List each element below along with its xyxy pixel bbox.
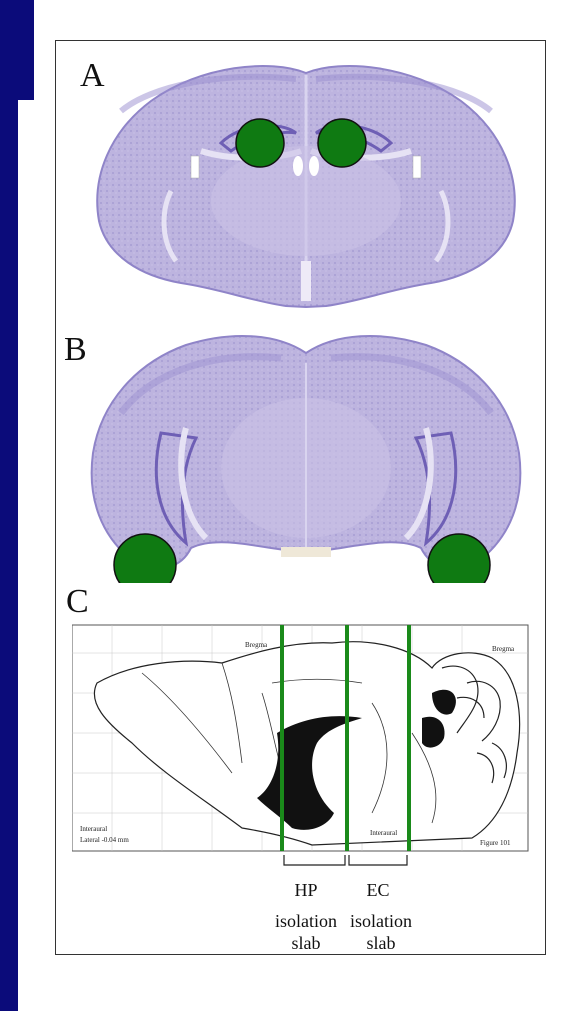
panel-b-brain-section — [81, 323, 531, 583]
marker-a-right — [318, 119, 366, 167]
atlas-bregma-right: Bregma — [492, 645, 515, 653]
atlas-figure: Figure 101 — [480, 839, 511, 847]
atlas-lateral: Lateral -0.04 mm — [80, 836, 129, 844]
figure-frame: A B — [55, 40, 546, 955]
atlas-interaural: Interaural — [80, 825, 107, 833]
marker-a-left — [236, 119, 284, 167]
hp-label: HP — [270, 879, 342, 901]
ec-label: EC — [342, 879, 414, 901]
panel-c-label: C — [66, 585, 89, 619]
slab-brackets — [72, 853, 532, 873]
sidebar-bar — [0, 0, 18, 1011]
atlas-interaural-bottom: Interaural — [370, 829, 397, 837]
panel-c-atlas-diagram: Bregma Bregma Interaural Lateral -0.04 m… — [72, 623, 532, 855]
panel-a-brain-section — [81, 51, 531, 321]
ec-caption-1: isolation — [336, 910, 426, 932]
sidebar-top-block — [18, 0, 34, 100]
atlas-bregma-top: Bregma — [245, 641, 268, 649]
ec-caption-2: slab — [336, 932, 426, 954]
